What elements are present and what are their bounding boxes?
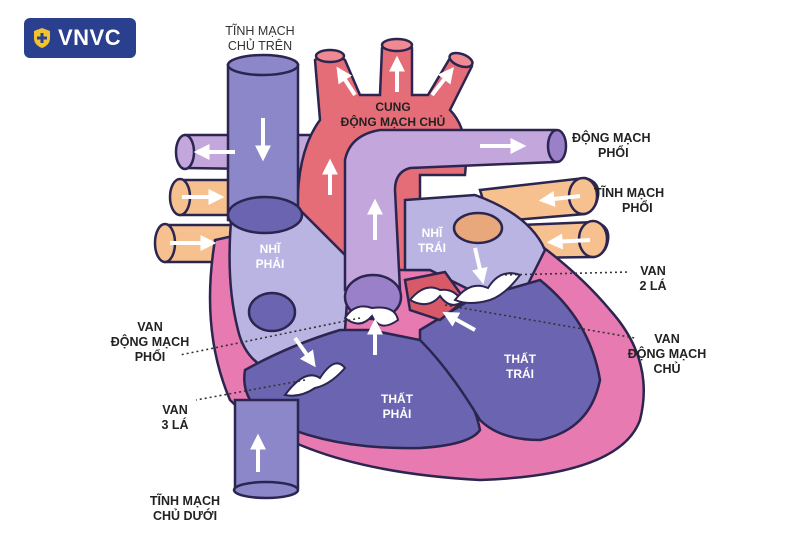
leader-pulmonary [179,317,361,356]
arrow-lv-up [442,311,476,332]
arrow-pv-in-2 [546,233,591,250]
shield-plus-icon [34,28,50,48]
logo-text: VNVC [58,25,122,50]
right-atrium [228,208,352,372]
inferior-vena-cava [232,398,300,500]
left-ventricle [418,278,602,442]
leader-tricuspid [195,379,306,401]
vnvc-logo[interactable]: VNVC [24,18,136,58]
arrow-arch-3 [430,66,454,97]
leader-aortic [444,304,636,339]
valves [283,272,522,397]
flow-arrows [170,55,591,472]
arrow-ra-down [293,336,316,368]
mitral-valve-leaflets [453,272,522,304]
tricuspid-valve-leaflets [283,362,347,397]
arrow-la-down [472,247,488,285]
arrow-pv-in-1 [538,190,581,207]
arrow-arch-1 [336,66,357,97]
pulmonary-veins-left [153,177,242,264]
leader-lines [179,271,636,401]
leader-mitral [499,271,631,276]
pulmonary-valve-leaflets [343,305,400,327]
